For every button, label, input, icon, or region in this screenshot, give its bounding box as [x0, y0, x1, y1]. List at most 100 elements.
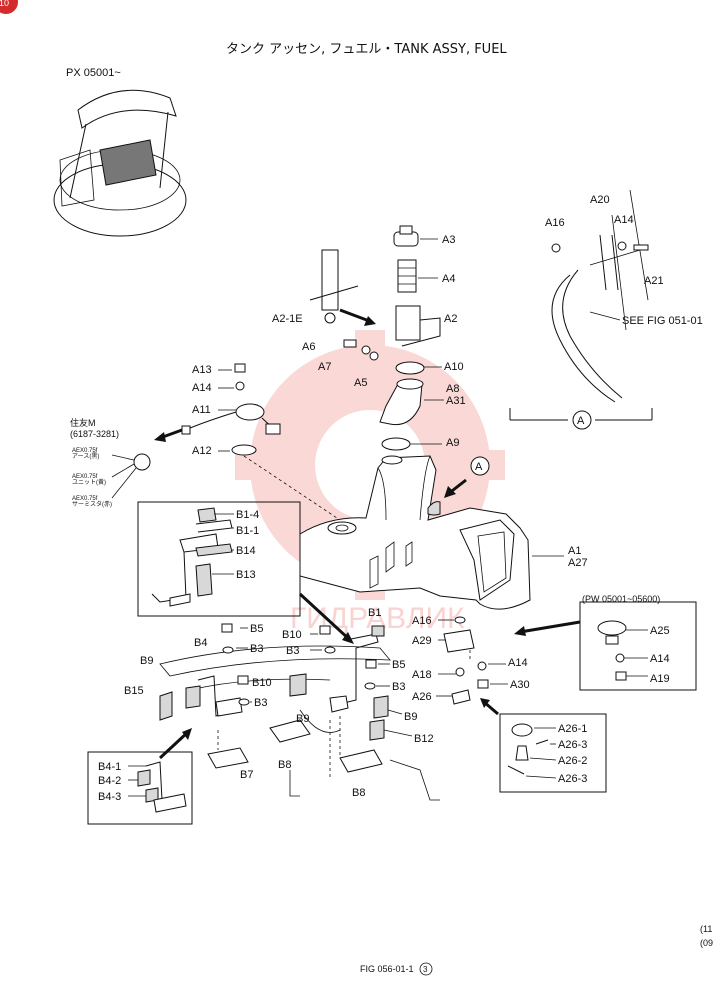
washer-icon	[235, 381, 245, 391]
svg-text:AEX0.75f: AEX0.75f	[72, 448, 98, 454]
label-a25: A25	[650, 625, 670, 637]
edge-mark-1: (11	[700, 924, 712, 934]
label-a9: A9	[446, 437, 459, 449]
label-b9a: B9	[140, 655, 153, 667]
drain-plug-icon	[597, 620, 627, 636]
page-badge: 10	[0, 0, 18, 14]
label-a14-pw: A14	[650, 653, 670, 665]
connector-icon	[133, 453, 151, 471]
label-a31: A31	[446, 395, 466, 407]
gasket-icon	[231, 444, 257, 456]
label-a14-detail: A14	[614, 214, 634, 226]
svg-text:A: A	[577, 415, 585, 427]
label-b15: B15	[124, 685, 144, 697]
label-b10b: B10	[252, 677, 272, 689]
label-a26-1: A26-1	[558, 723, 587, 735]
bolt-icon	[633, 244, 649, 251]
label-b3a: B3	[250, 643, 263, 655]
label-b3d: B3	[392, 681, 405, 693]
label-a8: A8	[446, 383, 459, 395]
bolt-icon	[221, 623, 233, 633]
label-b5b: B5	[392, 659, 405, 671]
detail-b4-box	[87, 751, 193, 825]
figure-circle	[419, 962, 433, 976]
label-a6: A6	[302, 341, 315, 353]
label-b3b: B3	[286, 645, 299, 657]
bolt-icon	[319, 625, 331, 635]
label-a13: A13	[192, 364, 212, 376]
label-b9b: B9	[296, 713, 309, 725]
model-range: PX 05001~	[66, 67, 121, 79]
label-a27: A27	[568, 557, 588, 569]
svg-text:AEX0.75f: AEX0.75f	[72, 474, 98, 480]
bolt-icon	[237, 675, 249, 685]
washer-icon	[551, 243, 561, 253]
machine-thumbnail	[53, 89, 187, 237]
label-b3c: B3	[254, 697, 267, 709]
label-a4: A4	[442, 273, 455, 285]
label-b8a: B8	[278, 759, 291, 771]
elbow-icon	[379, 383, 423, 426]
label-b1-1: B1-1	[236, 525, 259, 537]
label-b14: B14	[236, 545, 256, 557]
label-b10: B10	[282, 629, 302, 641]
svg-text:(6187-3281): (6187-3281)	[70, 429, 119, 439]
washer-icon	[617, 241, 627, 251]
label-b4-3: B4-3	[98, 791, 121, 803]
bolt-icon	[234, 363, 246, 373]
label-b7: B7	[240, 769, 253, 781]
view-a-marker	[470, 456, 490, 476]
label-b4-1: B4-1	[98, 761, 121, 773]
view-a-marker	[572, 410, 592, 430]
detail-b-box	[137, 501, 354, 644]
svg-text:AEX0.75f: AEX0.75f	[72, 496, 98, 502]
figure-circle-number: 3	[423, 965, 428, 974]
detail-a26-box	[499, 713, 607, 793]
bracket-icon	[443, 629, 475, 653]
label-a20: A20	[590, 194, 610, 206]
label-a29: A29	[412, 635, 432, 647]
label-a14b: A14	[508, 657, 528, 669]
label-a5: A5	[354, 377, 367, 389]
svg-text:10: 10	[0, 0, 9, 8]
svg-text:A: A	[475, 461, 483, 473]
detail-pw-box	[579, 601, 697, 691]
label-a3: A3	[442, 234, 455, 246]
label-b13: B13	[236, 569, 256, 581]
label-b1: B1	[368, 607, 381, 619]
edge-mark-2: (09	[700, 938, 713, 948]
label-a14: A14	[192, 382, 212, 394]
frame-mount-parts	[158, 623, 440, 801]
label-a7: A7	[318, 361, 331, 373]
label-a26-3a: A26-3	[558, 739, 587, 751]
page-title: タンク アッセン, フュエル・TANK ASSY, FUEL	[226, 42, 507, 57]
label-a12: A12	[192, 445, 212, 457]
detail-pw-range: (PW 05001~05600)	[582, 594, 660, 604]
sender-unit-icon	[235, 403, 265, 421]
label-a19: A19	[650, 673, 670, 685]
svg-text:サーミスタ(赤): サーミスタ(赤)	[72, 500, 112, 508]
label-b5: B5	[250, 623, 263, 635]
svg-text:住友M: 住友M	[70, 417, 96, 428]
bolt-icon	[477, 679, 489, 689]
label-a18: A18	[412, 669, 432, 681]
label-b12: B12	[414, 733, 434, 745]
label-a16-detail: A16	[545, 217, 565, 229]
label-b8b: B8	[352, 787, 365, 799]
drain-parts	[443, 616, 581, 716]
label-a2: A2	[444, 313, 457, 325]
label-a26: A26	[412, 691, 432, 703]
fuel-tank: A	[299, 455, 531, 610]
label-a2-1e: A2-1E	[272, 313, 303, 325]
ring-icon	[381, 437, 411, 451]
svg-text:アース(黒): アース(黒)	[72, 453, 99, 460]
label-b1-4: B1-4	[236, 509, 259, 521]
detail-a-view: A	[509, 189, 653, 430]
label-a16: A16	[412, 615, 432, 627]
bolt-icon	[343, 339, 357, 348]
label-a10: A10	[444, 361, 464, 373]
see-reference: SEE FIG 051-01	[622, 315, 703, 327]
ring-icon	[395, 361, 425, 375]
label-a11: A11	[192, 404, 211, 416]
